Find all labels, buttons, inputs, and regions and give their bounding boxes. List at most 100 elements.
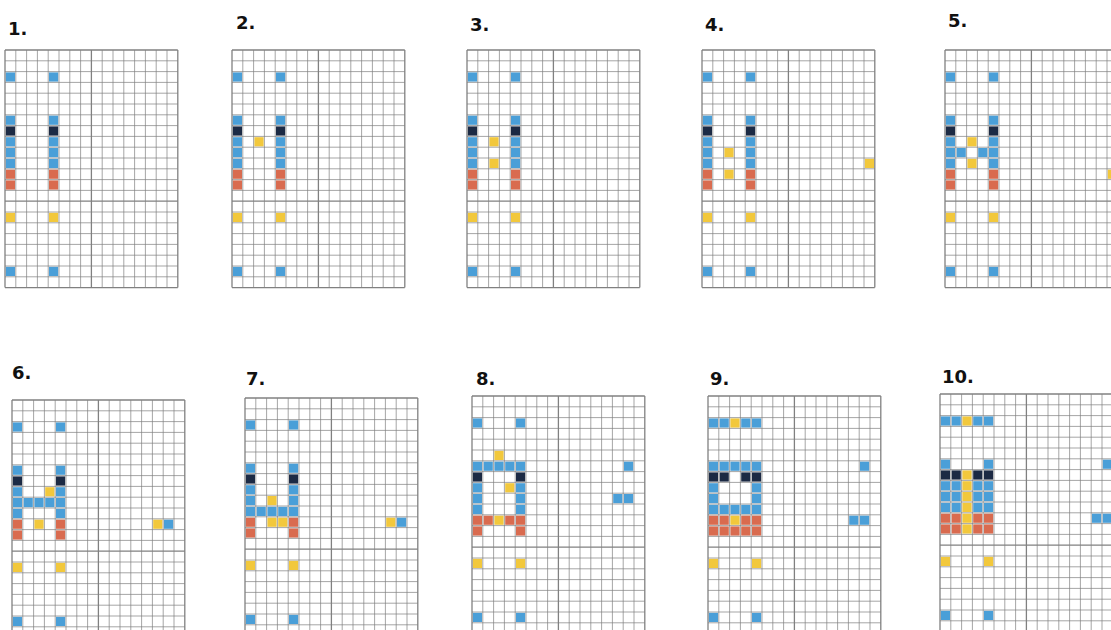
grid-line xyxy=(363,398,364,630)
colored-cell xyxy=(246,528,255,537)
grid-line xyxy=(385,398,386,630)
grid-line xyxy=(472,450,645,451)
colored-cell xyxy=(709,472,718,481)
grid-line xyxy=(232,147,405,148)
grid-line xyxy=(708,590,881,591)
colored-cell xyxy=(624,462,633,471)
grid-line xyxy=(848,396,849,630)
colored-cell xyxy=(703,148,712,157)
colored-cell xyxy=(505,516,514,525)
grid-line xyxy=(702,136,875,137)
grid-line xyxy=(1037,394,1038,630)
colored-cell xyxy=(164,520,173,529)
colored-cell xyxy=(946,213,955,222)
grid-line xyxy=(1091,394,1092,630)
colored-cell xyxy=(6,126,15,135)
grid-line xyxy=(467,93,640,94)
grid-line xyxy=(130,400,131,630)
colored-cell xyxy=(952,481,961,490)
grid-line xyxy=(232,222,405,223)
grid-line xyxy=(467,104,640,105)
grid-line xyxy=(805,396,806,630)
grid-line xyxy=(299,398,300,630)
colored-cell xyxy=(730,418,739,427)
grid-line xyxy=(232,104,405,105)
colored-cell xyxy=(973,503,982,512)
grid-line xyxy=(232,168,405,169)
colored-cell xyxy=(973,481,982,490)
grid-line xyxy=(22,400,23,630)
grid-line xyxy=(184,400,185,630)
colored-cell xyxy=(246,615,255,624)
colored-cell xyxy=(952,470,961,479)
grid-line xyxy=(152,400,153,630)
grid-line xyxy=(983,394,984,630)
grid-line xyxy=(708,428,881,429)
colored-cell xyxy=(1103,514,1111,523)
colored-cell xyxy=(276,267,285,276)
grid-line xyxy=(950,394,951,630)
colored-cell xyxy=(703,213,712,222)
colored-cell xyxy=(511,116,520,125)
colored-cell xyxy=(267,507,276,516)
colored-cell xyxy=(941,503,950,512)
colored-cell xyxy=(516,505,525,514)
pixel-grid xyxy=(471,395,646,630)
grid-line xyxy=(472,579,645,580)
grid-line xyxy=(66,400,67,630)
grid-line xyxy=(945,244,1111,245)
colored-cell xyxy=(511,267,520,276)
colored-cell xyxy=(962,470,971,479)
colored-cell xyxy=(13,466,22,475)
grid-line xyxy=(945,190,1111,191)
grid-line xyxy=(708,568,881,569)
grid-line xyxy=(5,276,178,277)
colored-cell xyxy=(267,518,276,527)
pixel-grid xyxy=(701,49,876,289)
colored-cell xyxy=(56,563,65,572)
colored-cell xyxy=(233,213,242,222)
colored-cell xyxy=(56,476,65,485)
grid-line xyxy=(232,179,405,180)
colored-cell xyxy=(703,180,712,189)
grid-line xyxy=(945,49,1111,50)
colored-cell xyxy=(473,418,482,427)
grid-line xyxy=(945,125,1111,126)
colored-cell xyxy=(946,170,955,179)
colored-cell xyxy=(13,520,22,529)
grid-line xyxy=(12,562,185,563)
colored-cell xyxy=(989,72,998,81)
grid-line xyxy=(708,558,881,559)
colored-cell xyxy=(473,462,482,471)
colored-cell xyxy=(289,507,298,516)
colored-cell xyxy=(984,503,993,512)
colored-cell xyxy=(56,498,65,507)
pixel-grid xyxy=(707,395,882,630)
grid-line xyxy=(945,212,1111,213)
grid-line xyxy=(467,158,640,159)
colored-cell xyxy=(860,462,869,471)
colored-cell xyxy=(865,159,874,168)
colored-cell xyxy=(946,116,955,125)
colored-cell xyxy=(752,418,761,427)
colored-cell xyxy=(13,563,22,572)
colored-cell xyxy=(289,518,298,527)
grid-line xyxy=(12,464,185,465)
colored-cell xyxy=(276,170,285,179)
colored-cell xyxy=(6,137,15,146)
grid-line xyxy=(940,534,1111,535)
colored-cell xyxy=(6,159,15,168)
colored-cell xyxy=(49,159,58,168)
colored-cell xyxy=(473,483,482,492)
colored-cell xyxy=(709,505,718,514)
grid-line xyxy=(547,396,548,630)
grid-line xyxy=(309,398,310,630)
colored-cell xyxy=(962,514,971,523)
colored-cell xyxy=(962,503,971,512)
grid-line xyxy=(718,396,719,630)
colored-cell xyxy=(6,116,15,125)
colored-cell xyxy=(494,462,503,471)
grid-line xyxy=(940,599,1111,600)
grid-line xyxy=(472,504,645,505)
colored-cell xyxy=(989,116,998,125)
